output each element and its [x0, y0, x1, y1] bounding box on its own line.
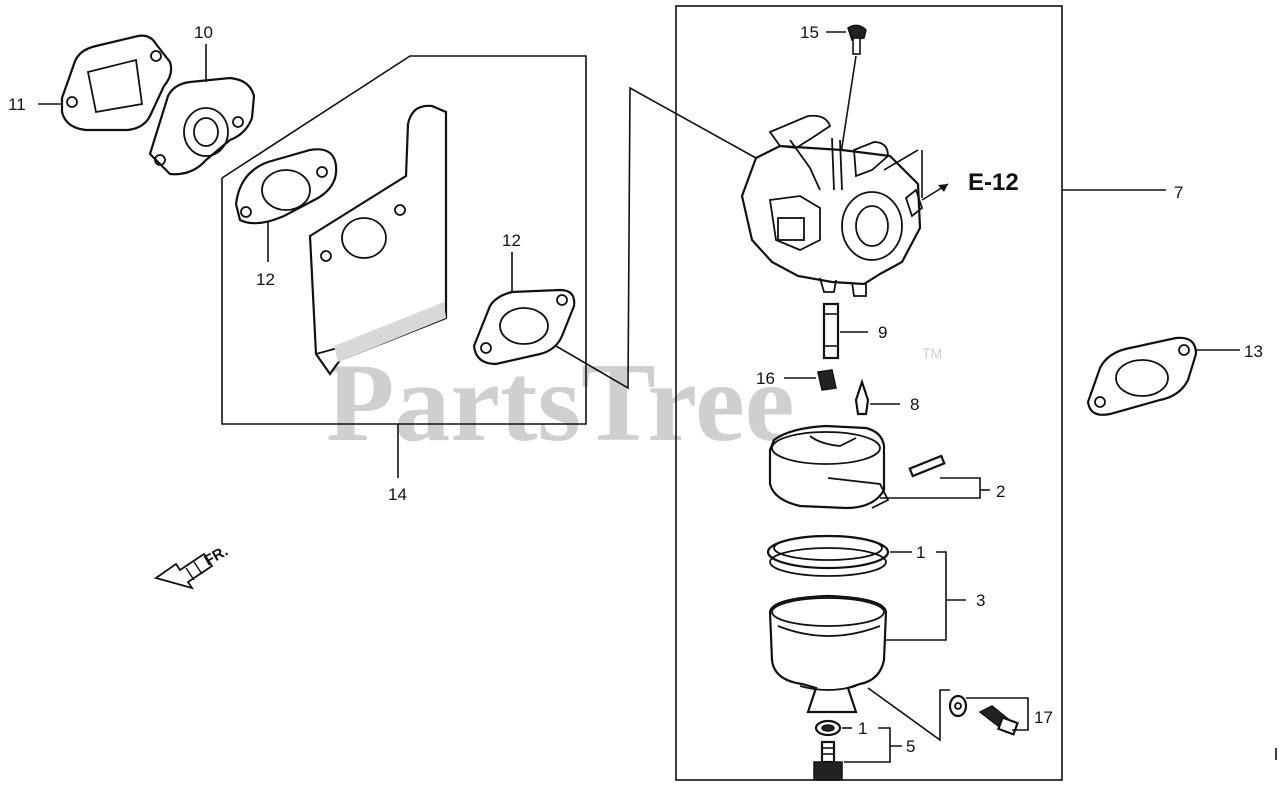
callout-11: 11 — [8, 95, 26, 114]
bolt-part-5 — [813, 727, 902, 781]
gasket-part-13 — [1086, 336, 1240, 416]
callout-9: 9 — [878, 323, 887, 342]
carburetor-assembly-frame — [675, 5, 1166, 781]
callout-15: 15 — [800, 23, 819, 42]
plate-part-14 — [308, 104, 448, 376]
watermark-text: PartsTree — [326, 341, 795, 465]
front-direction-arrow — [153, 552, 214, 590]
reference-label-e12: E-12 — [968, 169, 1019, 196]
gasket-part-12-left — [234, 148, 338, 225]
callout-1-lower: 1 — [858, 719, 867, 738]
callout-14: 14 — [388, 485, 407, 504]
gasket-part-12-right — [472, 288, 576, 366]
trademark-text: TM — [922, 345, 942, 361]
callout-3: 3 — [976, 591, 985, 610]
callout-13: 13 — [1244, 342, 1263, 361]
callout-17: 17 — [1034, 708, 1053, 727]
bracket-part-3 — [880, 551, 966, 641]
carburetor-part-7 — [740, 114, 949, 297]
callout-7: 7 — [1174, 183, 1183, 202]
jet-part-16 — [784, 369, 837, 391]
callout-8: 8 — [910, 395, 919, 414]
insulator-group-frame — [221, 55, 587, 478]
callout-12-right: 12 — [502, 231, 521, 250]
callout-10: 10 — [194, 23, 213, 42]
insulator-part-10 — [148, 76, 256, 176]
screw-part-15 — [826, 24, 867, 161]
callout-12-left: 12 — [256, 270, 275, 289]
float-valve-part-8 — [854, 378, 900, 416]
callout-2: 2 — [996, 482, 1005, 501]
washer-part-1-lower — [814, 719, 852, 737]
drain-screw-part-17 — [948, 694, 1029, 736]
gasket-part-1-upper — [766, 534, 912, 577]
callout-5: 5 — [906, 737, 915, 756]
gasket-part-11 — [60, 34, 173, 132]
nozzle-part-9 — [822, 302, 868, 360]
frame-connector-line — [555, 86, 757, 390]
float-part-2 — [768, 424, 990, 510]
callout-1-upper: 1 — [916, 543, 925, 562]
callout-16: 16 — [756, 369, 775, 388]
float-chamber — [768, 594, 950, 742]
